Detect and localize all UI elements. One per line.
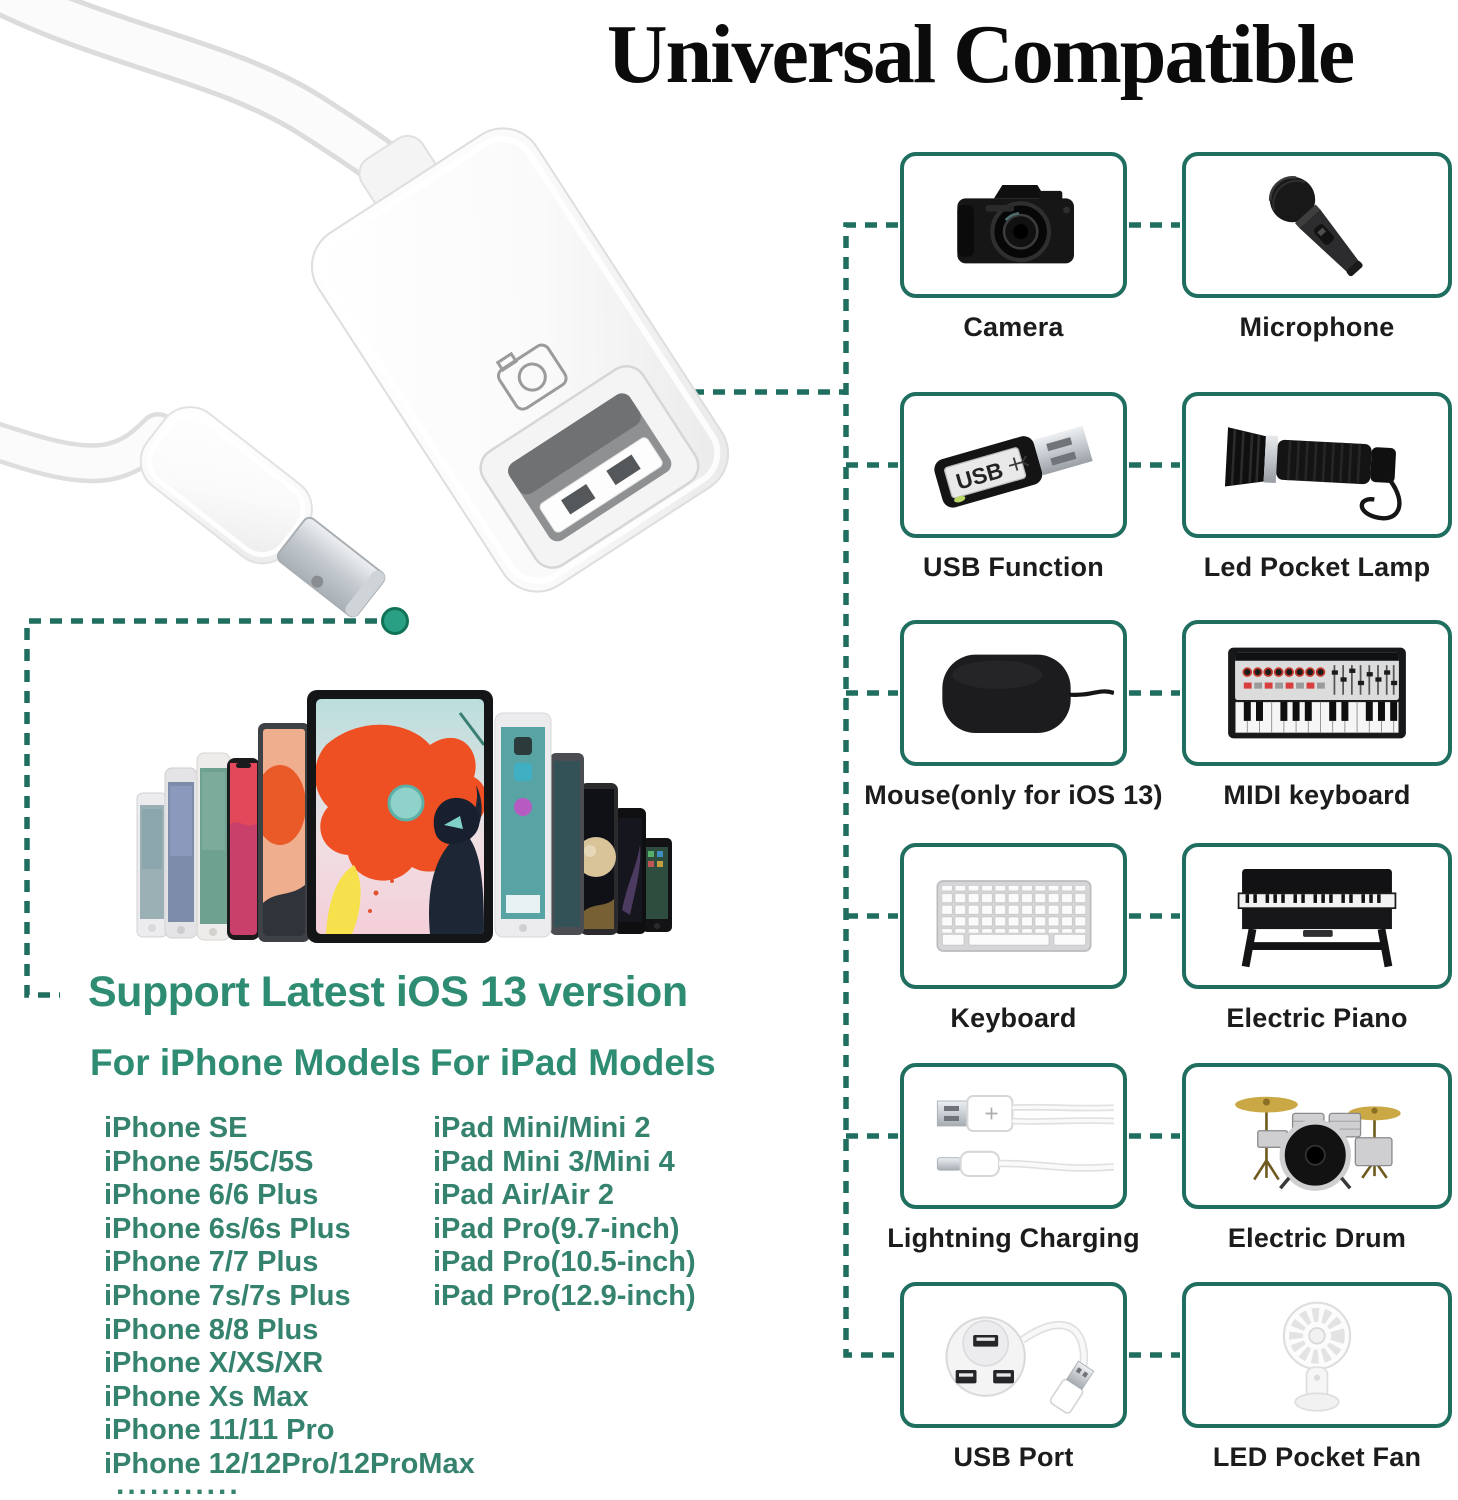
camera-glyph-icon [495, 343, 568, 411]
ipad-slate [258, 723, 310, 942]
iphone-models-heading: For iPhone Models [90, 1042, 421, 1083]
flashlight-icon [1224, 427, 1402, 521]
pocket-fan-icon [1282, 1301, 1352, 1412]
list-item: iPad Pro(9.7-inch) [433, 1212, 680, 1245]
card-electric-piano [1182, 843, 1452, 989]
connector-to-support [24, 618, 377, 998]
card-led-pocket-fan [1182, 1282, 1452, 1428]
list-item: iPhone Xs Max [104, 1380, 309, 1413]
support-heading: Support Latest iOS 13 version [88, 968, 688, 1016]
card-usb-function: USB [900, 392, 1127, 538]
card-label-led-pocket-fan: LED Pocket Fan [1212, 1442, 1422, 1472]
card-label-lightning-charging: Lightning Charging [887, 1223, 1140, 1253]
card-electric-drum [1182, 1063, 1452, 1209]
iphone-white-1 [136, 792, 168, 938]
list-item: iPhone X/XS/XR [104, 1347, 324, 1380]
list-item: iPad Mini/Mini 2 [433, 1112, 651, 1144]
usb-port [479, 364, 700, 569]
camera-icon [956, 185, 1074, 264]
ipad-hero [307, 690, 493, 943]
cable-bottom [0, 412, 178, 484]
card-midi-keyboard [1182, 620, 1452, 766]
card-label-electric-piano: Electric Piano [1226, 1003, 1408, 1033]
iphone-xs-max [576, 783, 618, 935]
list-item: iPhone 7s/7s Plus [104, 1279, 351, 1312]
iphone-silver [164, 767, 198, 939]
list-item: iPhone 8/8 Plus [104, 1313, 319, 1346]
iphone-x [227, 758, 260, 940]
card-label-electric-drum: Electric Drum [1227, 1223, 1407, 1253]
drum-kit-icon [1235, 1096, 1401, 1191]
list-item: iPad Mini 3/Mini 4 [433, 1145, 675, 1178]
list-item: iPhone 6/6 Plus [104, 1179, 319, 1212]
ipad-white [494, 712, 552, 938]
list-item: iPhone 5/5C/5S [104, 1145, 314, 1178]
list-item: iPhone 6s/6s Plus [104, 1212, 351, 1245]
adapter-body [310, 127, 730, 593]
cable-top [0, 0, 442, 220]
iphone-gold [196, 752, 231, 941]
card-camera [900, 152, 1127, 298]
iphone-dark [614, 808, 646, 934]
devices-collage [136, 690, 672, 943]
ipad-gray [550, 753, 584, 935]
card-led-pocket-lamp [1182, 392, 1452, 538]
list-item: iPhone 12/12Pro/12ProMax [104, 1447, 475, 1480]
midi-keyboard-icon [1228, 647, 1406, 739]
list-item: iPad Pro(10.5-inch) [433, 1246, 696, 1279]
connector-spine [843, 222, 898, 1358]
lightning-plug [139, 406, 386, 618]
mouse-icon [941, 654, 1114, 733]
card-keyboard [900, 843, 1127, 989]
ipad-models-list: iPad Mini/Mini 2 iPad Mini 3/Mini 4 iPad… [433, 1112, 696, 1314]
card-microphone [1182, 152, 1452, 298]
card-label-mouse: Mouse(only for iOS 13) [864, 780, 1163, 810]
microphone-icon [1268, 175, 1363, 277]
list-item: iPad Pro(12.9-inch) [433, 1279, 696, 1312]
card-usb-port [900, 1282, 1127, 1428]
card-label-camera: Camera [963, 312, 1064, 342]
connector-dot-devices [381, 607, 409, 635]
ipad-models-heading: For iPad Models [430, 1042, 716, 1083]
card-label-usb-port: USB Port [953, 1442, 1074, 1472]
electric-piano-icon [1237, 868, 1397, 968]
card-label-keyboard: Keyboard [950, 1003, 1077, 1033]
card-label-led-pocket-lamp: Led Pocket Lamp [1203, 552, 1431, 582]
lightning-cable-icon [936, 1094, 1114, 1178]
list-item: iPad Air/Air 2 [433, 1179, 615, 1212]
card-label-usb-function: USB Function [923, 552, 1104, 582]
iphone-small [642, 838, 672, 932]
page-title: Universal Compatible [606, 8, 1355, 101]
list-item: iPhone SE [104, 1112, 248, 1144]
iphone-models-list: iPhone SE iPhone 5/5C/5S iPhone 6/6 Plus… [104, 1112, 475, 1482]
list-item: iPhone 7/7 Plus [104, 1246, 319, 1279]
card-mouse [900, 620, 1127, 766]
keyboard-icon [936, 880, 1091, 952]
list-item: iPhone 11/11 Pro [104, 1414, 335, 1447]
usb-hub-icon [944, 1316, 1094, 1414]
adapter-photo [0, 0, 730, 618]
usb-drive-icon: USB [933, 425, 1093, 508]
card-label-midi-keyboard: MIDI keyboard [1223, 780, 1411, 810]
more-models-ellipsis: ........... [116, 1468, 241, 1500]
card-lightning-charging [900, 1063, 1127, 1209]
card-label-microphone: Microphone [1239, 312, 1395, 342]
